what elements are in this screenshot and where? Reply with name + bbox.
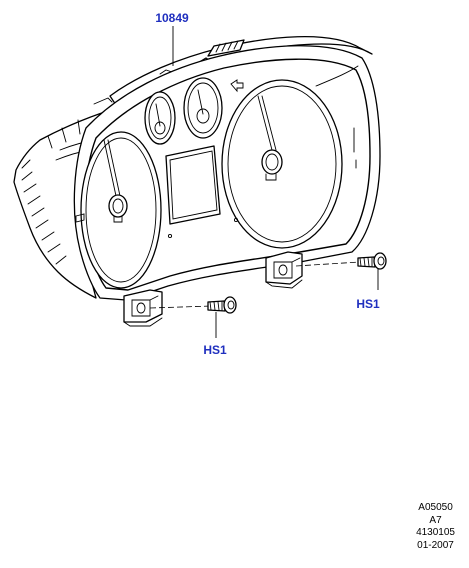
callout-screw-bottom: HS1 [203, 343, 227, 357]
callout-screw-right: HS1 [356, 297, 380, 311]
drawing-code: A05050 [418, 502, 453, 513]
right-gauge [221, 79, 343, 249]
drawing-number: 4130105 [416, 527, 455, 538]
mounting-tab-left [123, 289, 163, 327]
small-gauge-left [144, 91, 176, 145]
instrument-cluster [13, 35, 381, 327]
screw-right [295, 252, 387, 290]
screw-bottom [149, 296, 237, 338]
left-gauge [80, 131, 162, 289]
left-gauge-hub [108, 194, 128, 218]
callout-part-number: 10849 [155, 11, 189, 25]
drawing-reference-block: A05050 A7 4130105 01-2007 [416, 502, 455, 552]
right-gauge-hub [261, 149, 283, 175]
drawing-sheet: A7 [429, 514, 442, 526]
lens-reflection [315, 65, 359, 87]
center-display [165, 145, 239, 239]
mounting-tab-right [265, 251, 303, 289]
small-gauge-right [183, 77, 223, 139]
turn-indicator-icon [230, 79, 244, 93]
drawing-date: 01-2007 [417, 539, 454, 551]
